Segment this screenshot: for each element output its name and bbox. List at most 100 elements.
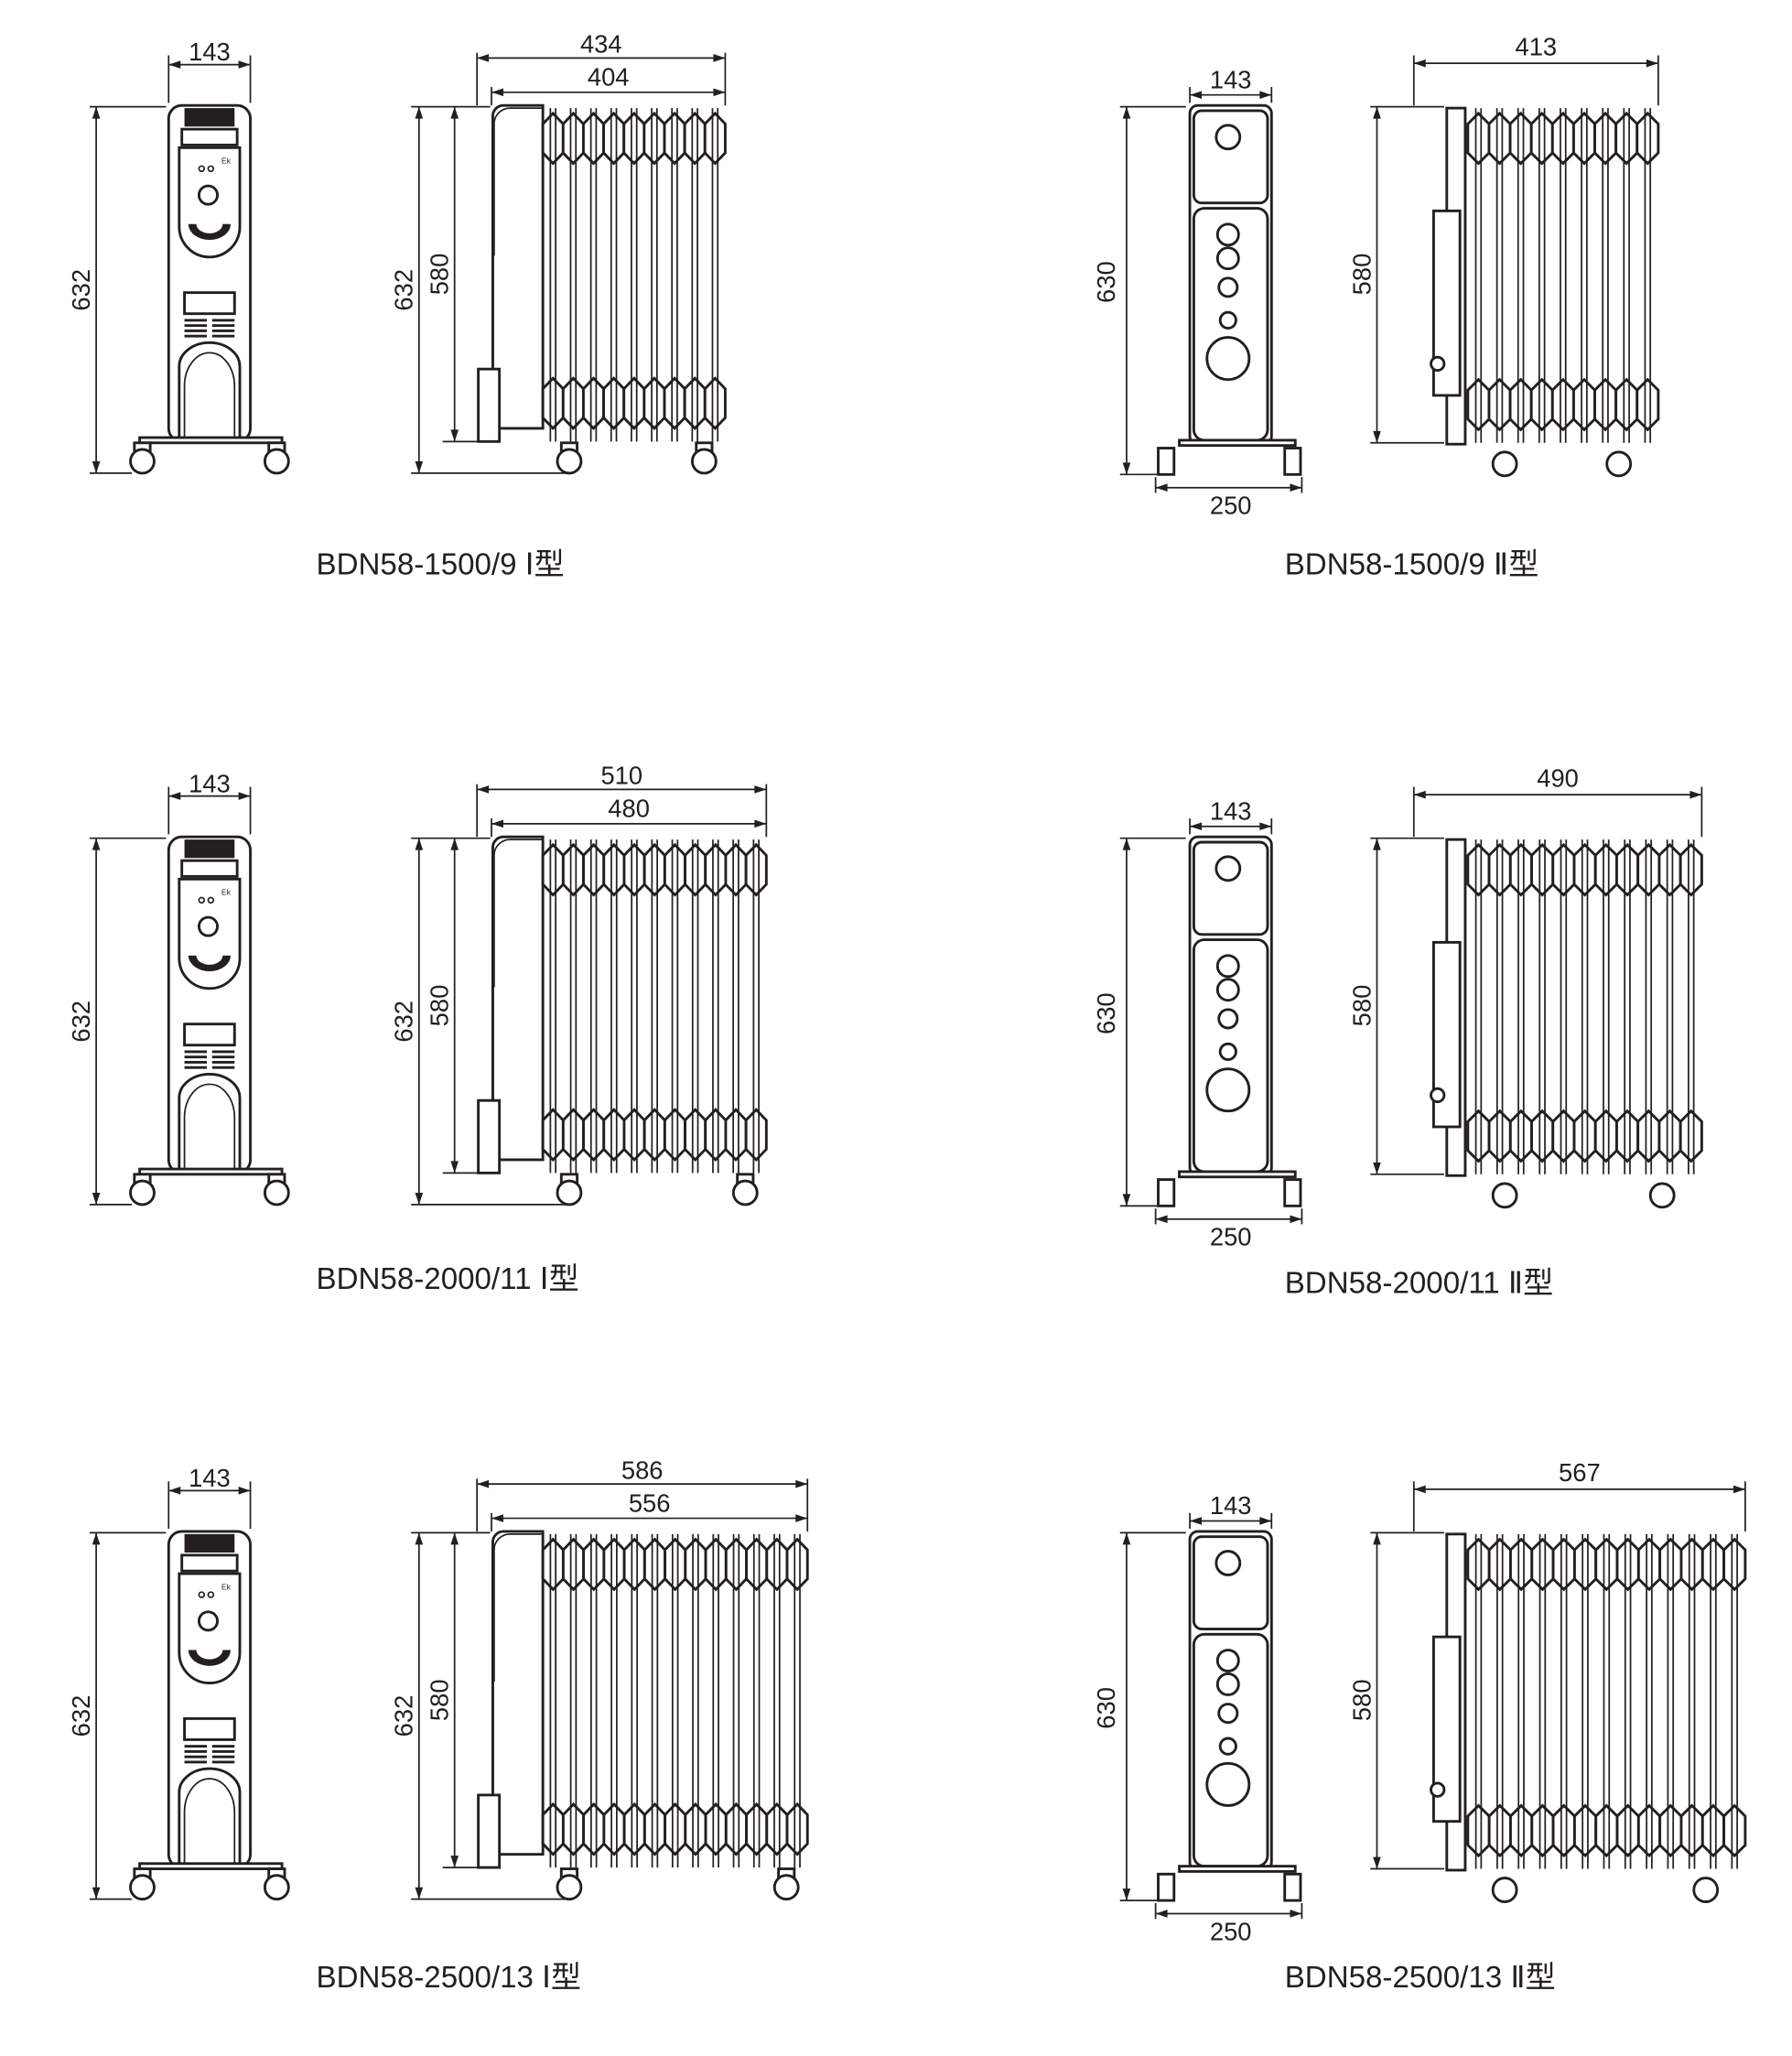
front-height-label: 632: [67, 1695, 95, 1737]
fin-section: [1594, 1537, 1619, 1858]
main-dial-icon: [1205, 1067, 1251, 1113]
arrowhead-icon: [1290, 1910, 1302, 1918]
fin-section: [1658, 1537, 1683, 1858]
indicator-light-icon: [207, 1591, 215, 1598]
vent-slot: [211, 1760, 235, 1764]
arrowhead-icon: [1259, 822, 1272, 831]
thermostat-knob-icon: [1218, 1737, 1237, 1756]
radiator-fins: [1466, 108, 1660, 443]
side-height-label: 632: [390, 1001, 418, 1043]
handle: [180, 859, 239, 878]
thermostat-knob-icon: [1218, 1042, 1237, 1061]
switch-button-icon: [1215, 1649, 1240, 1673]
vent-slot: [184, 1050, 208, 1054]
top-cover: [1192, 109, 1269, 205]
front-width-label: 143: [189, 1464, 231, 1492]
side-height-label: 632: [390, 269, 418, 311]
arrowhead-icon: [1122, 1888, 1131, 1901]
caster-wheel-icon: [1283, 447, 1302, 476]
arrowhead-icon: [1733, 1485, 1745, 1494]
timer-knob-icon: [1217, 1703, 1239, 1725]
fin-section: [1593, 842, 1618, 1163]
wheel: [129, 448, 156, 475]
fin-section: [642, 842, 666, 1163]
fin-section: [622, 1537, 646, 1856]
lower-cover: [178, 341, 242, 439]
fin-section: [541, 1537, 565, 1856]
arrowhead-icon: [1373, 838, 1381, 850]
top-grille: [184, 108, 235, 127]
arrowhead-icon: [1290, 483, 1302, 492]
fin-section: [1530, 1537, 1555, 1858]
vent-slot: [184, 1760, 208, 1764]
vent-slot: [184, 329, 208, 332]
top-grille: [184, 839, 235, 859]
arrowhead-icon: [1259, 91, 1272, 100]
fin-section: [541, 842, 565, 1163]
fin-section: [1551, 1537, 1576, 1858]
arrowhead-icon: [1122, 838, 1131, 850]
arrowhead-icon: [795, 1514, 808, 1522]
arrowhead-icon: [1122, 1532, 1131, 1545]
caster-wheel-icon: [1283, 1178, 1302, 1207]
fin-section: [785, 1537, 809, 1856]
fin-section: [724, 842, 748, 1163]
vent-slot: [211, 329, 235, 332]
cord-hook-icon: [1430, 1087, 1446, 1104]
fin-section: [1466, 842, 1491, 1163]
front-height-label: 630: [1092, 1687, 1120, 1729]
fin-length-label: 404: [588, 63, 630, 92]
cord-hook-icon: [1430, 355, 1446, 373]
panel-label: Ek: [221, 157, 232, 166]
handle: [180, 1553, 239, 1573]
arrowhead-icon: [477, 54, 490, 62]
fin-section: [602, 111, 626, 431]
fin-section: [602, 1537, 626, 1856]
arrowhead-icon: [1290, 1215, 1302, 1224]
switch-button-icon: [1215, 978, 1240, 1002]
caster-wheel-icon: [731, 1173, 759, 1207]
arrowhead-icon: [754, 819, 767, 828]
vent-slot: [211, 1060, 235, 1064]
arrowhead-icon: [754, 785, 767, 794]
arrowhead-icon: [450, 1161, 459, 1174]
wheel: [263, 448, 290, 475]
base-bar: [1178, 1865, 1297, 1873]
indicator-light-icon: [198, 896, 206, 904]
fin-section: [1487, 842, 1512, 1163]
vertical-dimension-line: [1373, 1532, 1381, 1869]
fin-section: [1509, 1537, 1534, 1858]
caster-wheel-icon: [1605, 450, 1633, 478]
fin-section: [1529, 111, 1554, 432]
fin-section: [642, 111, 666, 431]
vertical-dimension-line: [450, 106, 459, 442]
arrowhead-icon: [1122, 106, 1131, 119]
lower-cover-inner: [183, 1083, 236, 1171]
fin-section: [1530, 842, 1555, 1163]
arrowhead-icon: [415, 838, 424, 850]
vent-slot: [211, 1755, 235, 1758]
arrowhead-icon: [92, 1887, 101, 1899]
fin-section: [582, 1537, 606, 1856]
timer-knob-icon: [1217, 276, 1239, 298]
caster-wheel-icon: [1491, 1182, 1518, 1209]
caster-wheel-icon: [129, 1867, 156, 1901]
overall-length-label: 434: [580, 30, 622, 59]
wheel: [129, 1179, 156, 1207]
vertical-dimension-line: [415, 1532, 424, 1899]
fin-section: [1636, 842, 1661, 1163]
model-title-type-1: BDN58-2000/11 Ⅰ型: [317, 1262, 579, 1296]
arrowhead-icon: [168, 60, 181, 69]
lower-cover: [178, 1072, 242, 1171]
power-cord-storage: [477, 367, 502, 443]
horizontal-dimension-line: [1190, 822, 1272, 831]
arrowhead-icon: [450, 1532, 459, 1545]
wheel: [263, 1874, 290, 1901]
wheel: [556, 1179, 583, 1207]
